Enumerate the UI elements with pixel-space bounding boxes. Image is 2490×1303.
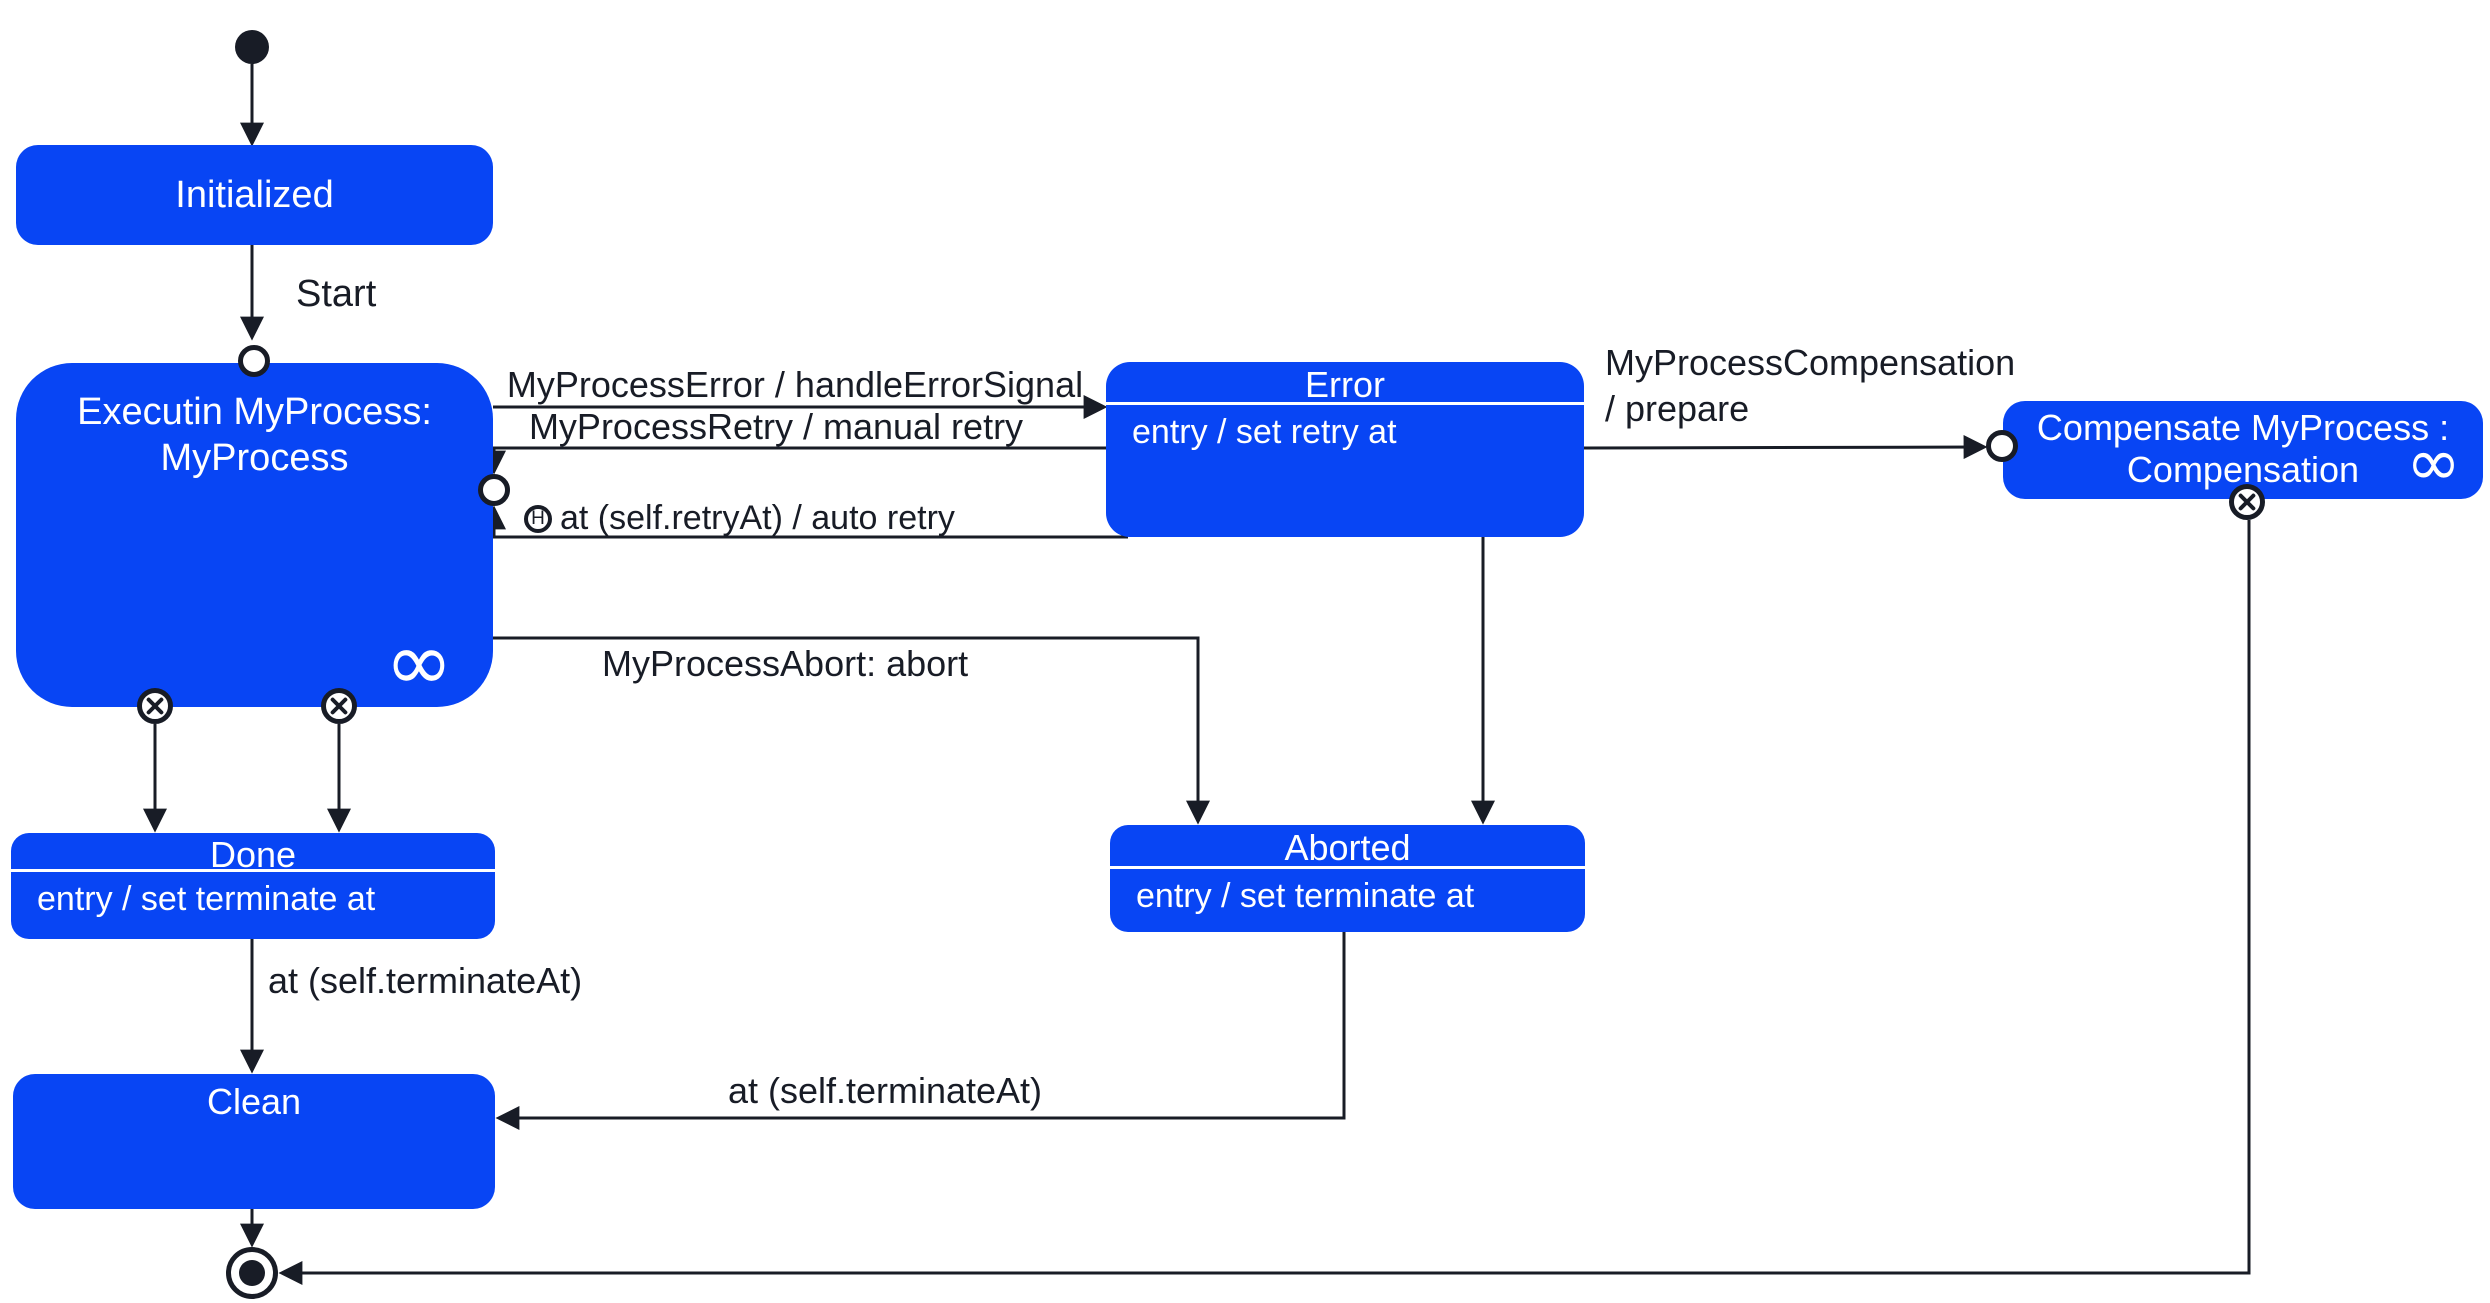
transition-aborted-terminate [495, 932, 1346, 1130]
exit-point-icon-compensate [2229, 484, 2265, 520]
exit-point-icon-done-right [321, 688, 357, 724]
state-executing-title-line2: MyProcess [160, 437, 349, 479]
transition-auto-retry [482, 505, 1128, 539]
state-compensate: Compensate MyProcess : Compensation ∞ [2003, 401, 2483, 499]
state-divider [1110, 866, 1585, 869]
final-state-icon [226, 1247, 278, 1299]
infinity-icon: ∞ [384, 614, 453, 710]
transition-label-auto-retry: at (self.retryAt) / auto retry [560, 499, 955, 537]
state-clean-title: Clean [206, 1081, 302, 1122]
shallow-history-icon: H [524, 505, 552, 533]
state-aborted: Aborted entry / set terminate at [1110, 825, 1585, 932]
state-error-title: Error [1305, 364, 1385, 405]
transition-label-compensation-line1: MyProcessCompensation [1605, 342, 2016, 383]
transition-label-compensation-line2: / prepare [1605, 388, 1750, 429]
transition-label-manual-retry: MyProcessRetry / manual retry [528, 406, 1024, 447]
transition-abort [493, 636, 1210, 825]
state-initialized: Initialized [16, 145, 493, 245]
transition-label-abort: MyProcessAbort: abort [602, 643, 969, 684]
transition-manual-retry [482, 446, 1106, 475]
state-error: Error entry / set retry at [1106, 362, 1584, 537]
state-done-title: Done [209, 834, 297, 875]
transition-label-aborted-terminate: at (self.terminateAt) [727, 1070, 1043, 1111]
state-clean: Clean [13, 1074, 495, 1209]
state-compensate-title-line1: Compensate MyProcess : [2036, 407, 2450, 448]
state-compensate-title-line2: Compensation [2126, 449, 2360, 490]
transition-label-start: Start [296, 273, 377, 315]
transition-compensate-to-final [278, 520, 2251, 1285]
transition-label-done-terminate: at (self.terminateAt) [268, 960, 583, 1001]
state-done: Done entry / set terminate at [11, 833, 495, 939]
state-executing-title-line1: Executin MyProcess: [77, 391, 432, 433]
state-compensate-title: Compensate MyProcess : Compensation [2003, 401, 2483, 491]
state-executing-title: Executin MyProcess: MyProcess [16, 363, 493, 481]
transition-compensation [1582, 435, 1988, 460]
state-divider [1106, 402, 1584, 405]
state-error-entry: entry / set retry at [1132, 413, 1397, 451]
state-done-entry: entry / set terminate at [37, 880, 376, 918]
state-aborted-entry: entry / set terminate at [1136, 877, 1475, 915]
state-initialized-title: Initialized [175, 174, 334, 216]
transition-label-compensation: MyProcessCompensation / prepare [1605, 340, 2015, 432]
state-executing: Executin MyProcess: MyProcess ∞ [16, 363, 493, 707]
entry-point-icon-executing-right [478, 474, 510, 506]
infinity-icon: ∞ [2406, 423, 2461, 501]
state-aborted-title: Aborted [1284, 827, 1411, 868]
exit-point-icon-done-left [137, 688, 173, 724]
initial-state-icon [235, 30, 269, 64]
state-divider [11, 869, 495, 872]
entry-point-icon-executing-top [238, 345, 270, 377]
entry-point-icon-compensate [1986, 430, 2018, 462]
transition-label-error-signal: MyProcessError / handleErrorSignal [506, 364, 1084, 405]
final-state-inner-dot [239, 1260, 265, 1286]
